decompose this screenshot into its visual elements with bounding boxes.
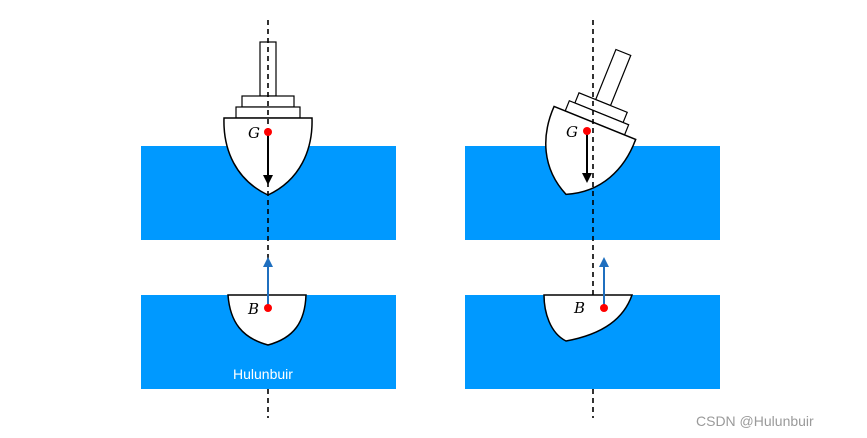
corner-watermark: CSDN @Hulunbuir [696, 413, 814, 429]
gravity-center-point [583, 127, 591, 135]
gravity-center-point [264, 128, 272, 136]
displaced-volume-hull [543, 294, 634, 342]
heeled-ship [545, 48, 637, 196]
gravity-center-label: G [566, 123, 578, 141]
ship-hull [545, 105, 637, 196]
displaced-volume-hull [227, 294, 307, 346]
buoyancy-center-point [600, 304, 608, 312]
heeled-ship-panel: G [465, 20, 720, 418]
upright-buoyancy-panel: B Hulunbuir [141, 257, 396, 389]
watermark-text: Hulunbuir [233, 366, 293, 382]
gravity-center-label: G [248, 124, 260, 142]
buoyancy-center-point [264, 304, 272, 312]
buoyancy-center-label: B [247, 300, 259, 318]
ship-mast [594, 48, 632, 107]
buoyancy-center-label: B [573, 299, 585, 317]
upright-ship-panel: G [141, 20, 396, 418]
heeled-buoyancy-panel: B [465, 257, 720, 389]
